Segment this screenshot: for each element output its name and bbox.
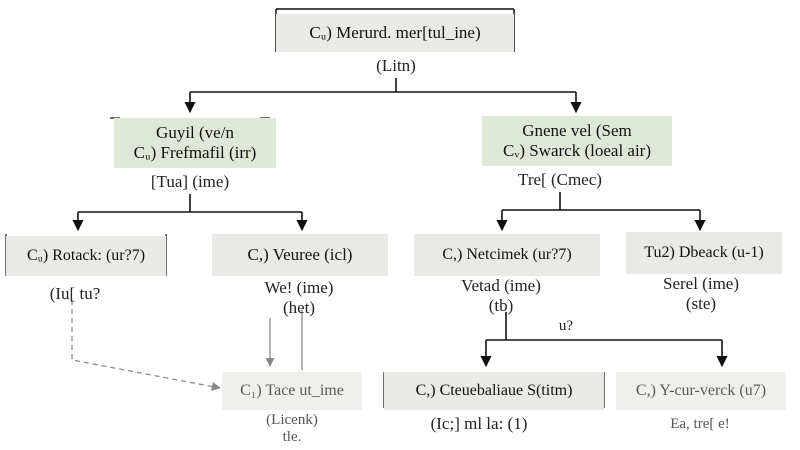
rl-node: C,) Netcimek (ur?7) [414,234,600,276]
bottom-right-node-subtitle: Ea, tre[ e! [670,416,730,432]
rl-node-label: C,) Netcimek (ur?7) [442,245,572,263]
bottom-left-node: C₁) Tace ut_ime [222,372,362,410]
bottom-mid-node-subtitle: (Ic;] ml la: (1) [430,414,528,433]
bottom-right-node: C,) Y-cur-verck (u7) [616,372,786,410]
rl-node-subtitle-line2: (tb) [488,295,514,315]
bottom-left-node-label: C₁) Tace ut_ime [240,381,344,399]
root-connector [184,78,582,114]
rl-node-subtitle: Vetad (ime) (tb) [446,276,556,315]
ll-node-label: Cᵤ) Rotack: (ur?7) [26,246,146,264]
rr-node-label: Tu2) Dbeack (u-1) [644,243,764,261]
bottom-mid-node: C,) Cteuebaliaue S(titm) [384,372,604,410]
merge-connector [480,312,728,368]
rr-node-subtitle-line2: (ste) [685,293,717,313]
rr-node-subtitle-line1: Serel (ime) [663,274,739,293]
bottom-mid-node-label: C,) Cteuebaliaue S(titm) [415,381,573,399]
left-node: Guyil (ve/n Cᵤ) Frefmafil (irr) [114,118,276,168]
join-label: u? [558,318,574,334]
rl-node-subtitle-line1: Vetad (ime) [461,276,541,295]
faded-connector [71,300,303,391]
right-node-subtitle: Tre[ (Cmec) [518,170,602,189]
lr-node-subtitle-line2: (het) [282,297,316,317]
right-node: Gnene vel (Sem Cᵥ) Swarck (loeal air) [482,116,672,166]
root-node-label: Cᵤ) Merurd. mer[tul_ine) [309,23,481,43]
lr-node-label: C,) Veuree (icl) [247,245,353,265]
left-node-subtitle: [Tua] (ime) [150,172,230,191]
right-node-line1: Gnene vel (Sem [522,121,632,141]
right-node-line2: Cᵥ) Swarck (loeal air) [502,141,652,160]
rr-node: Tu2) Dbeack (u-1) [626,232,782,274]
ll-node: Cᵤ) Rotack: (ur?7) [6,236,166,276]
ll-node-subtitle: (Iu[ tu? [49,284,101,303]
left-connector [72,194,308,232]
bottom-right-node-label: C,) Y-cur-verck (u7) [635,381,767,399]
root-node-subtitle: (Litn) [376,56,416,75]
bottom-left-node-subtitle: (Licenk) tle. [242,412,342,447]
lr-node: C,) Veuree (icl) [212,234,388,276]
bottom-left-node-subtitle-line1: (Licenk) [266,412,318,428]
left-node-line2: Cᵤ) Frefmafil (irr) [133,143,257,162]
root-node: Cᵤ) Merurd. mer[tul_ine) [276,14,514,52]
rr-node-subtitle: Serel (ime) (ste) [646,274,756,313]
right-connector [496,192,706,232]
lr-node-subtitle-line1: We! (ime) [264,278,334,297]
bottom-left-node-subtitle-line2: tle. [282,429,302,446]
lr-node-subtitle: We! (ime) (het) [244,278,354,317]
left-node-line1: Guyil (ve/n [156,123,234,143]
